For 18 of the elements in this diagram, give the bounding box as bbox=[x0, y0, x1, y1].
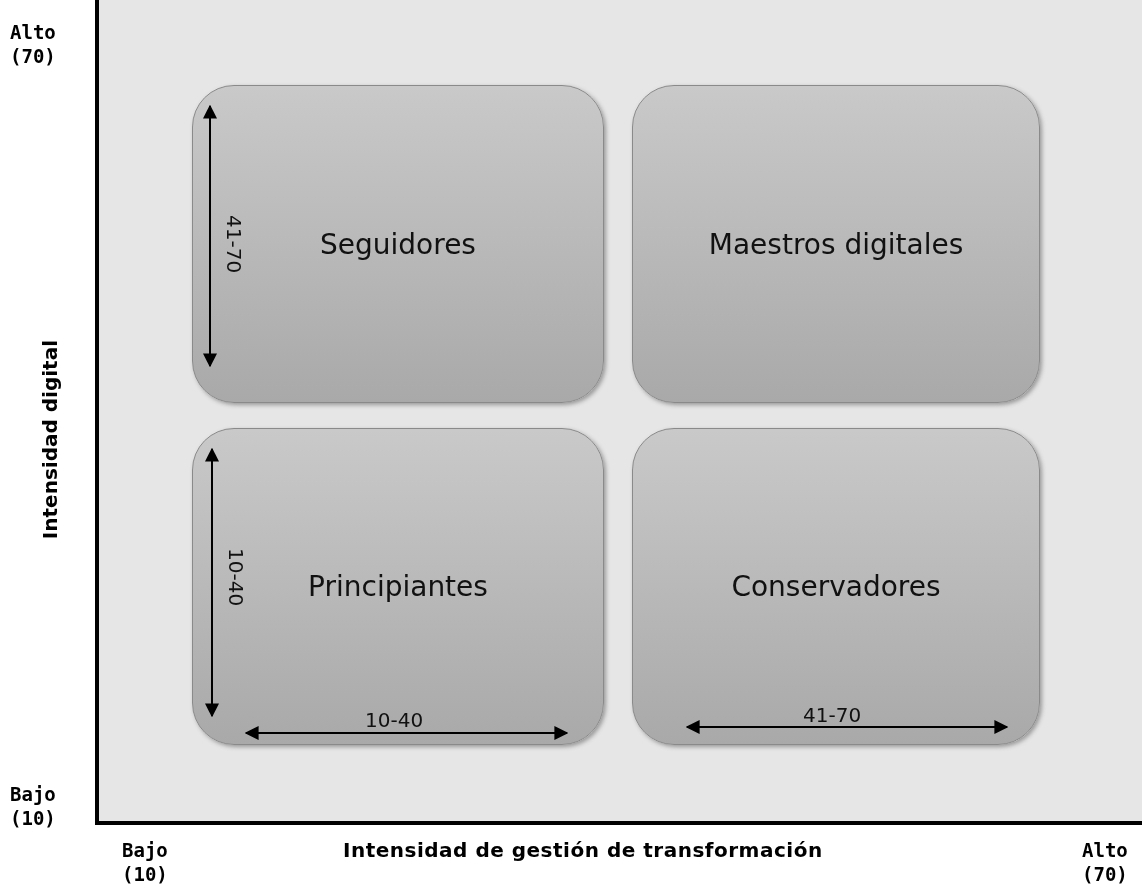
quadrant-box bbox=[632, 85, 1040, 403]
axis-end-label: Bajo (10) bbox=[10, 782, 57, 830]
axis-end-label: Alto (70) bbox=[10, 20, 57, 68]
range-label: 41-70 bbox=[803, 703, 862, 727]
quadrant-title: Seguidores bbox=[320, 227, 476, 261]
quadrant-box bbox=[632, 428, 1040, 745]
quadrant-title: Conservadores bbox=[731, 570, 941, 603]
axis-title: Intensidad digital bbox=[38, 340, 62, 540]
range-label: 10-40 bbox=[365, 708, 424, 732]
quadrant-box bbox=[192, 428, 604, 745]
quadrant-title: Principiantes bbox=[308, 570, 488, 603]
axis-title: Intensidad de gestión de transformación bbox=[343, 838, 823, 862]
quadrant-box bbox=[192, 85, 604, 403]
quadrant-title: Maestros digitales bbox=[708, 227, 964, 261]
axis-end-label: Bajo (10) bbox=[122, 838, 169, 886]
range-label: 10-40 bbox=[224, 548, 248, 607]
range-label: 41-70 bbox=[222, 215, 246, 274]
axis-end-label: Alto (70) bbox=[1082, 838, 1129, 886]
